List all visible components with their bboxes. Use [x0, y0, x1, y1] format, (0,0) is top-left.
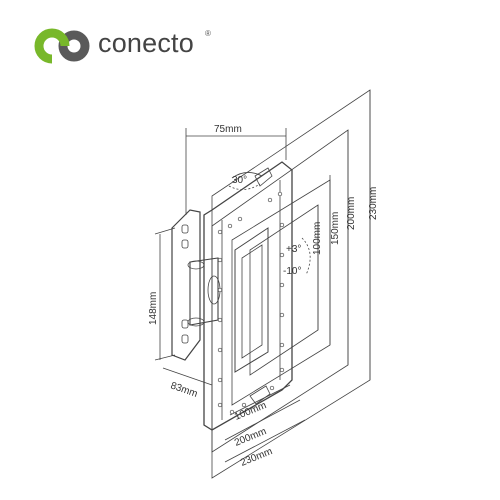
label-vesa-h2: 200mm — [233, 426, 268, 449]
label-tilt-down: -10° — [283, 266, 301, 277]
label-arm-depth: 83mm — [169, 380, 199, 399]
brand-name: conecto — [98, 28, 194, 58]
label-vesa-v4: 230mm — [368, 187, 379, 220]
tv-plate — [203, 161, 293, 431]
label-vesa-h3: 230mm — [239, 446, 274, 469]
label-vesa-v2: 150mm — [330, 212, 341, 245]
bottom-dim-200 — [224, 399, 301, 441]
vesa-frame-100 — [249, 204, 319, 376]
label-vesa-v3: 200mm — [346, 197, 357, 230]
label-tilt-up: +3° — [286, 244, 301, 255]
label-top-width: 75mm — [214, 124, 242, 135]
label-rotation: 30° — [232, 175, 247, 186]
bottom-dim-230 — [224, 419, 306, 463]
label-vesa-v1: 100mm — [312, 222, 323, 255]
wall-plate — [171, 209, 201, 361]
label-arm-height: 148mm — [148, 292, 159, 325]
conecto-logo-icon — [34, 28, 90, 64]
rotation-arc — [231, 172, 263, 179]
tilt-arc — [301, 237, 311, 276]
registered-mark: ® — [205, 29, 211, 38]
bottom-dim-100 — [229, 384, 291, 416]
